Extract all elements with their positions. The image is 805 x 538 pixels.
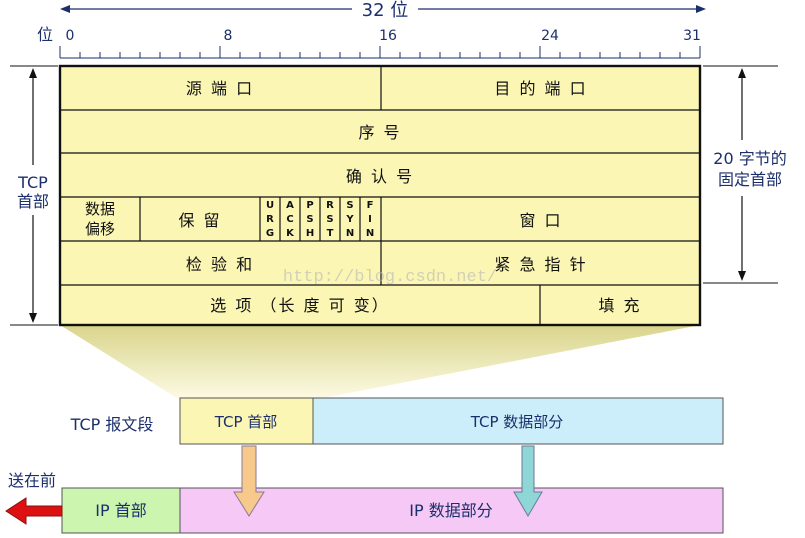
tcp-header-side-label: 首部 — [17, 192, 49, 211]
field-sequence-number: 序 号 — [358, 123, 401, 142]
bit-tick-label: 31 — [683, 28, 701, 44]
field-urgent-pointer: 紧 急 指 针 — [494, 255, 587, 274]
flag-psh: P S H — [306, 200, 314, 239]
flag-urg: U R G — [266, 200, 274, 239]
field-data-offset: 数据 — [85, 200, 115, 218]
tcp-header-box-label: TCP 首部 — [214, 413, 278, 431]
tcp-header-side-label: TCP — [17, 173, 48, 192]
svg-text:S: S — [346, 200, 353, 211]
fixed-header-side-label: 20 字节的 — [713, 149, 786, 168]
svg-text:R: R — [266, 214, 274, 225]
svg-text:I: I — [368, 214, 372, 225]
tcp-data-box-label: TCP 数据部分 — [470, 413, 564, 431]
tcp-header-encap-arrow-icon — [233, 445, 265, 517]
svg-text:S: S — [306, 214, 313, 225]
bits-title: 32 位 — [362, 0, 409, 21]
field-checksum: 检 验 和 — [186, 255, 254, 274]
field-window: 窗 口 — [519, 211, 562, 230]
field-padding: 填 充 — [598, 296, 641, 315]
header-table — [58, 64, 702, 327]
tcp-data-encap-arrow-icon — [513, 445, 543, 517]
bit-ruler — [59, 46, 701, 59]
svg-text:A: A — [286, 200, 294, 211]
svg-text:U: U — [266, 200, 274, 211]
funnel-shading — [60, 325, 700, 400]
svg-text:S: S — [326, 214, 333, 225]
svg-text:P: P — [306, 200, 313, 211]
bit-tick-label: 24 — [541, 28, 559, 44]
flag-ack: A C K — [286, 200, 295, 239]
header-table-grid — [60, 66, 700, 325]
svg-text:N: N — [366, 228, 374, 239]
bit-label: 位 — [37, 25, 53, 44]
send-first-arrow-icon — [5, 497, 63, 525]
flag-fin: F I N — [366, 200, 374, 239]
flag-syn: S Y N — [345, 200, 354, 239]
bit-tick-label: 0 — [66, 28, 75, 44]
tcp-header-box — [179, 397, 314, 445]
field-data-offset: 偏移 — [85, 220, 115, 238]
field-source-port: 源 端 口 — [186, 79, 254, 98]
tcp-segment-label: TCP 报文段 — [70, 415, 154, 434]
tcp-data-box — [312, 397, 724, 445]
svg-text:N: N — [346, 228, 354, 239]
flag-rst: R S T — [326, 200, 334, 239]
send-first-label: 送在前 — [8, 471, 56, 490]
svg-text:T: T — [327, 228, 334, 239]
watermark: http://blog.csdn.net/ — [283, 268, 497, 287]
field-options: 选 项 （长 度 可 变） — [210, 296, 389, 315]
fixed-header-bracket — [703, 65, 778, 284]
field-acknowledgment-number: 确 认 号 — [346, 167, 414, 186]
svg-text:Y: Y — [345, 214, 354, 225]
field-reserved: 保 留 — [178, 211, 221, 230]
svg-text:F: F — [367, 200, 374, 211]
bit-tick-label: 8 — [224, 28, 233, 44]
ip-data-box — [179, 487, 724, 534]
bit-tick-label: 16 — [379, 28, 397, 44]
tcp-header-bracket — [10, 65, 58, 326]
ip-data-box-label: IP 数据部分 — [409, 501, 492, 520]
fixed-header-side-label: 固定首部 — [718, 170, 782, 189]
svg-text:C: C — [286, 214, 293, 225]
svg-text:R: R — [326, 200, 334, 211]
svg-text:G: G — [266, 228, 274, 239]
ip-header-box-label: IP 首部 — [95, 501, 146, 520]
bit-width-arrow — [60, 5, 706, 13]
field-destination-port: 目 的 端 口 — [494, 79, 587, 98]
svg-text:K: K — [286, 228, 295, 239]
svg-text:H: H — [306, 228, 314, 239]
